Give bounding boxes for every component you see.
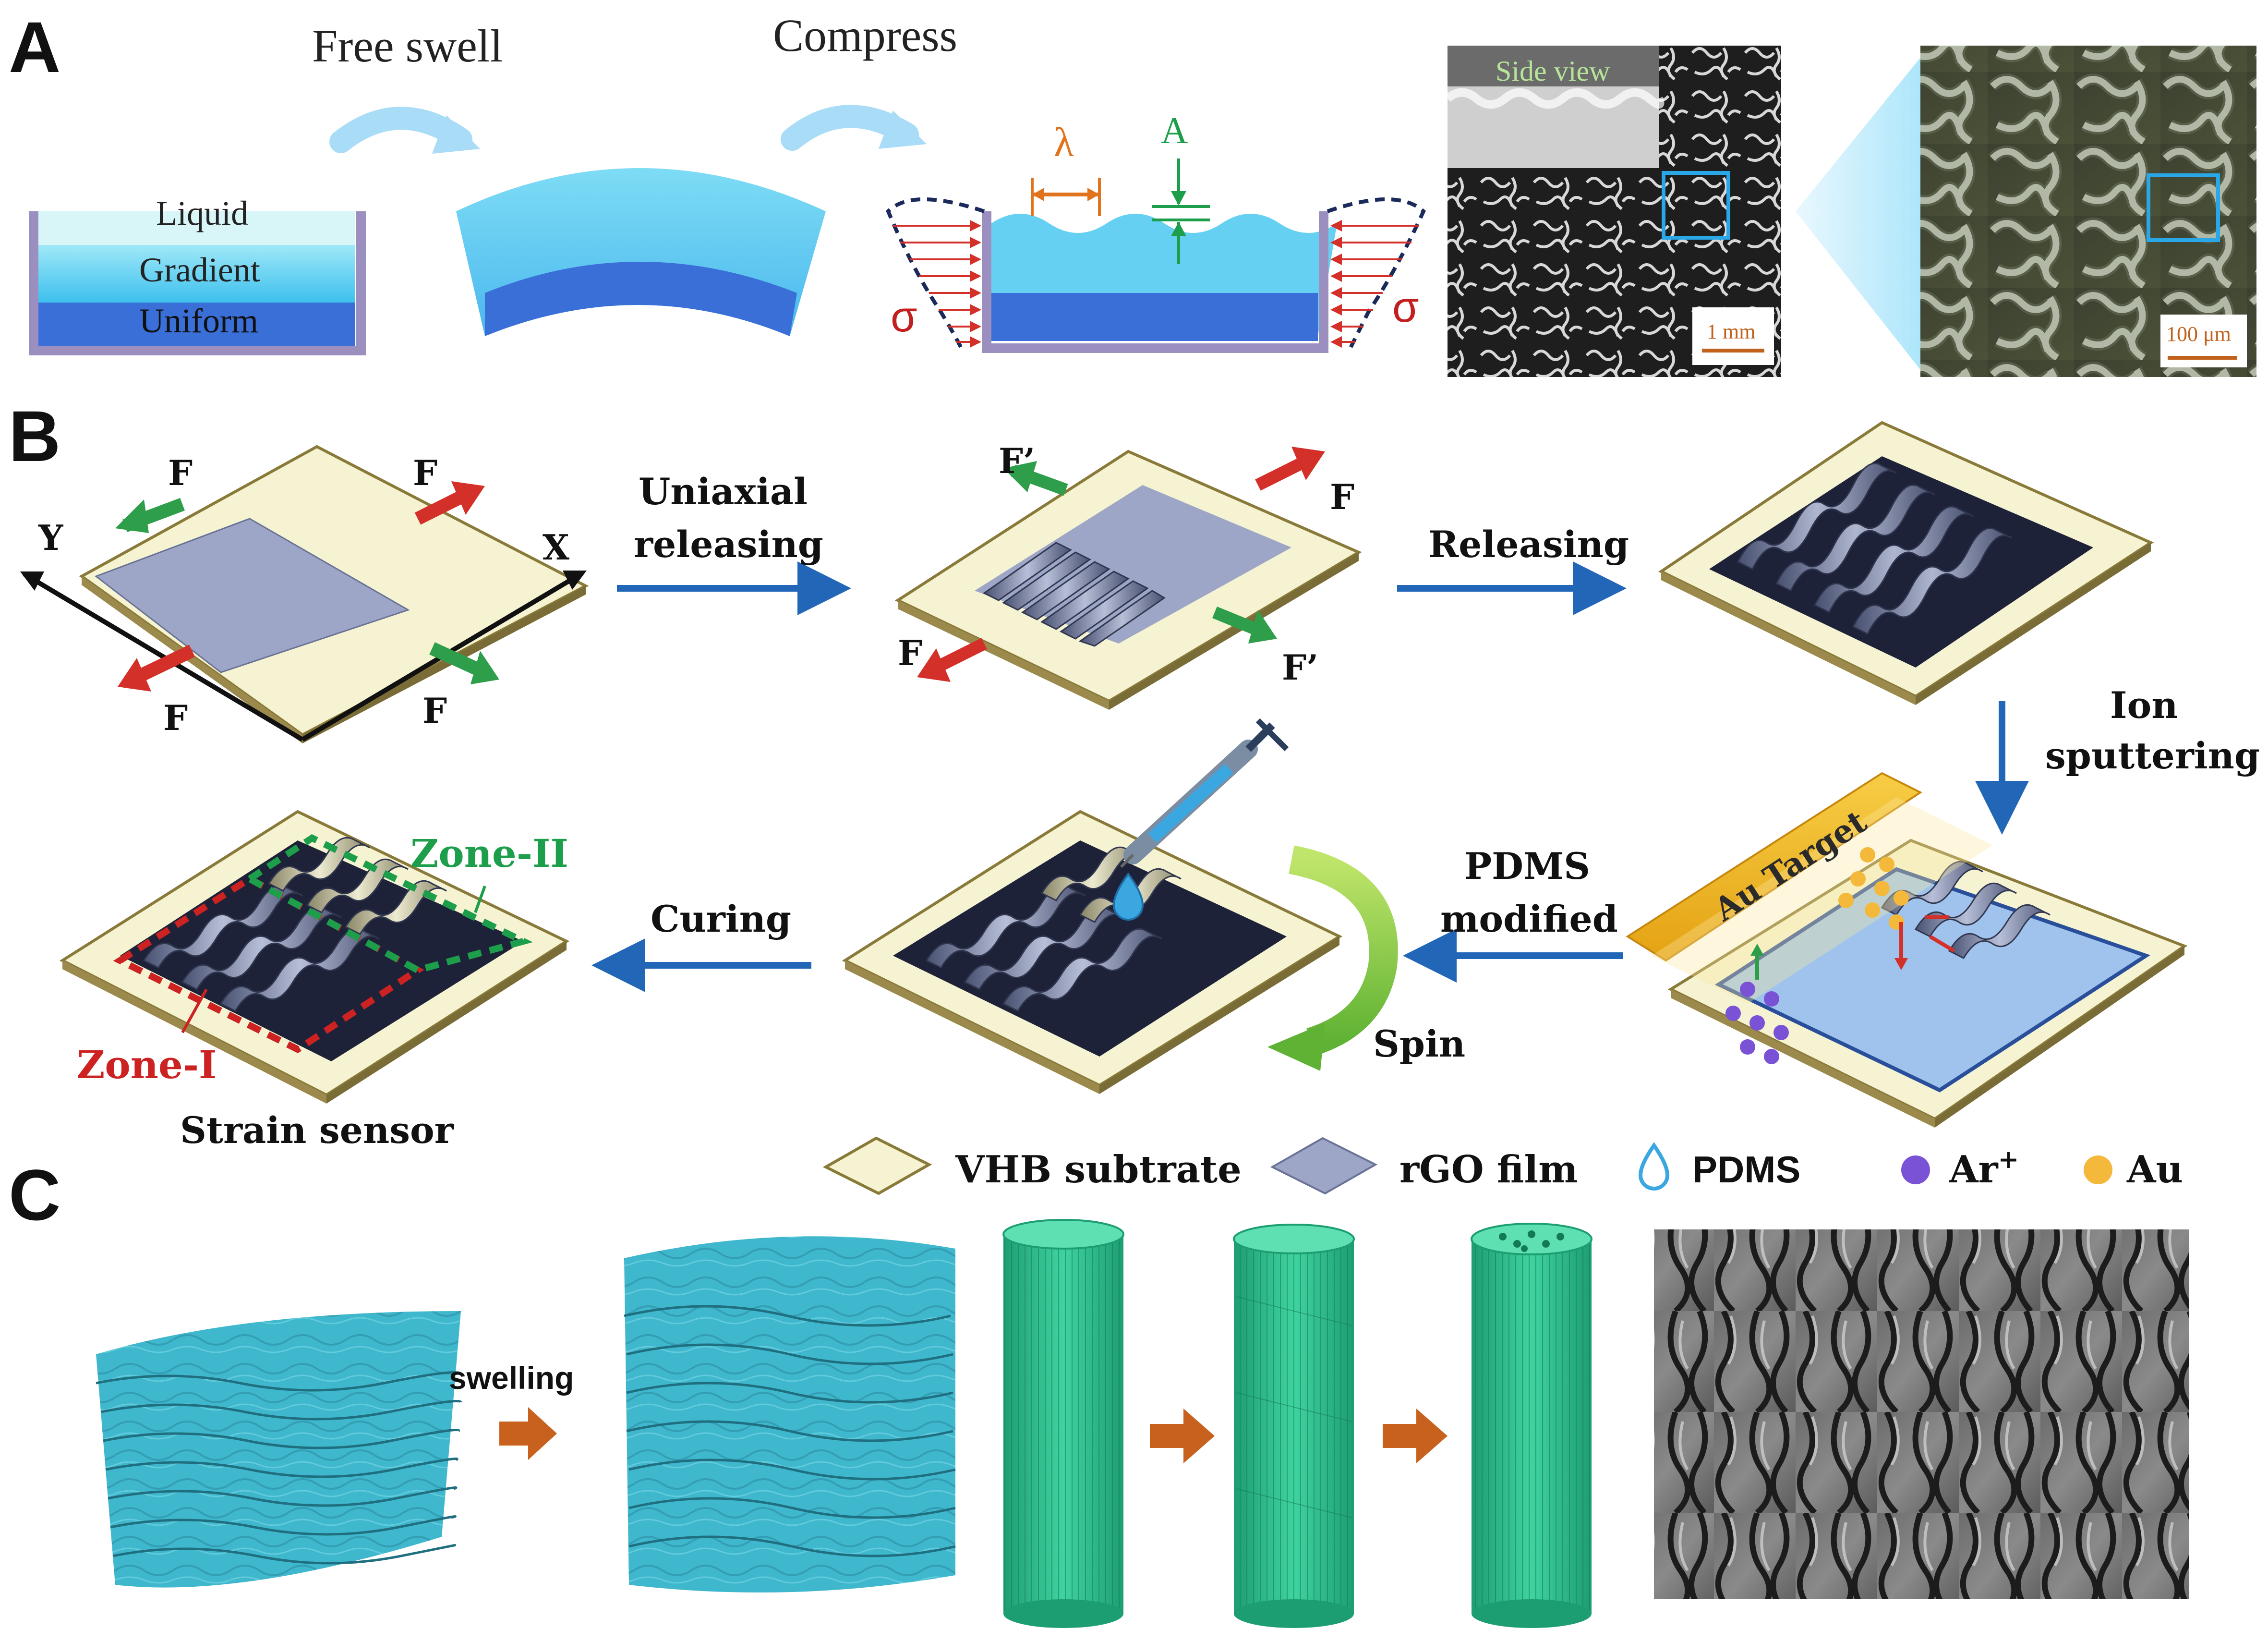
- uniaxial-releasing-label-2: releasing: [634, 523, 823, 566]
- force-label-5: F: [1330, 476, 1354, 517]
- compress-label: Compress: [773, 10, 957, 61]
- stress-profile-right: [1327, 197, 1426, 352]
- legend-pdms-drop-icon: [1638, 1142, 1670, 1191]
- stacked-sheets-compact: [96, 1311, 462, 1588]
- initial-gel-container: [29, 211, 366, 355]
- cylinder-arrow-2-icon: [1383, 1409, 1448, 1463]
- panel-c-label: C: [9, 1155, 60, 1235]
- pdms-modified-label-2: modified: [1440, 898, 1618, 940]
- cylinder-loosened: [1233, 1224, 1355, 1628]
- panel-a-label: A: [9, 7, 60, 87]
- ion-sputtering-label-2: sputtering: [2045, 734, 2260, 777]
- step6-strain-sensor: [59, 810, 570, 1104]
- force-arrow-icons-step1: [115, 481, 499, 692]
- ion-sputtering-label-1: Ion: [2110, 684, 2178, 727]
- sem-micrograph: [1654, 1229, 2189, 1599]
- legend-pdms-label: PDMS: [1692, 1148, 1800, 1191]
- uniaxial-releasing-label-1: Uniaxial: [639, 470, 808, 513]
- zoom-cone: [1796, 58, 1920, 370]
- wavelength-marker: [1031, 178, 1101, 216]
- side-view-label: Side view: [1496, 55, 1610, 87]
- layer-uniform-label: Uniform: [139, 302, 258, 340]
- spin-arrow-icon: [1267, 845, 1398, 1071]
- spin-label: Spin: [1373, 1022, 1465, 1065]
- free-swell-label: Free swell: [312, 20, 503, 72]
- pdms-modified-label-1: PDMS: [1464, 845, 1590, 887]
- syringe-icon: [1120, 718, 1289, 868]
- curing-label: Curing: [651, 898, 791, 940]
- stacked-sheets-swelled: [624, 1236, 956, 1592]
- legend-au-label: Au: [2126, 1148, 2183, 1191]
- axis-y-label: Y: [38, 517, 64, 558]
- zone-1-label: Zone-I: [77, 1042, 217, 1087]
- legend-ar-text: Ar: [1949, 1148, 1999, 1191]
- legend-ar-sup: +: [1998, 1145, 2019, 1174]
- strain-sensor-label: Strain sensor: [180, 1109, 454, 1152]
- step5-spin-coat: [842, 810, 1343, 1094]
- wrinkle-micrograph-1: [1445, 46, 1781, 377]
- legend: VHB subtrate rGO film PDMS Ar+ Au: [822, 1136, 2183, 1195]
- legend-vhb-swatch: [822, 1136, 932, 1195]
- scale-bar-1-label: 1 mm: [1707, 320, 1755, 343]
- legend-ar-label: Ar+: [1949, 1145, 2019, 1191]
- force-label-2: F: [413, 452, 437, 493]
- compressed-gel-container: [982, 211, 1337, 353]
- free-swell-arrow-icon: [329, 107, 480, 154]
- sputter-direction-arrows: [1750, 915, 1955, 980]
- force-label-4: F: [422, 690, 447, 731]
- cylinder-arrow-1-icon: [1150, 1409, 1215, 1463]
- swelling-label: swelling: [449, 1360, 574, 1396]
- zone-2-label: Zone-II: [410, 831, 568, 876]
- step1-substrate: [20, 445, 589, 743]
- legend-vhb-label: VHB subtrate: [955, 1148, 1242, 1191]
- cylinder-porous: [1471, 1223, 1592, 1628]
- layer-liquid-label: Liquid: [156, 194, 248, 232]
- cylinder-dense: [1002, 1219, 1124, 1628]
- swelled-gel-arc: [456, 168, 826, 336]
- force-label-1: F: [168, 452, 193, 493]
- legend-rgo-swatch: [1270, 1137, 1378, 1195]
- wrinkle-micrograph-2: [1920, 46, 2256, 377]
- legend-rgo-label: rGO film: [1399, 1148, 1578, 1191]
- amplitude-marker: [1152, 158, 1210, 264]
- scale-bar-2-label: 100 μm: [2166, 322, 2231, 346]
- legend-au-dot-icon: [2084, 1155, 2112, 1184]
- force-label-3: F: [163, 697, 188, 738]
- panel-b-label: B: [9, 396, 60, 476]
- force-label-6: F: [898, 632, 922, 673]
- amplitude-symbol: A: [1161, 109, 1188, 151]
- step4-sputtering: [1626, 772, 2188, 1128]
- compress-arrow-icon: [781, 105, 927, 151]
- axis-x-label: X: [543, 527, 569, 568]
- stress-symbol-right: σ: [1392, 283, 1419, 331]
- force-arrow-icons-step2: [917, 447, 1325, 682]
- force-prime-label-2: F’: [1282, 647, 1318, 688]
- force-prime-label-1: F’: [999, 440, 1035, 481]
- pdms-drop-icon: [1112, 872, 1144, 921]
- layer-gradient-label: Gradient: [139, 251, 260, 289]
- releasing-label: Releasing: [1428, 523, 1629, 566]
- ar-ion-icons: [1725, 982, 1789, 1064]
- stress-symbol-left: σ: [891, 293, 917, 341]
- au-atom-icons: [1838, 847, 1909, 930]
- legend-ar-dot-icon: [1901, 1155, 1930, 1184]
- step2-uniaxial-wrinkle: [894, 450, 1362, 710]
- wavelength-symbol: λ: [1054, 119, 1074, 165]
- step3-biaxial-wrinkle: [1658, 421, 2154, 705]
- stress-profile-left: [886, 197, 985, 352]
- swelling-arrow-icon: [499, 1407, 557, 1460]
